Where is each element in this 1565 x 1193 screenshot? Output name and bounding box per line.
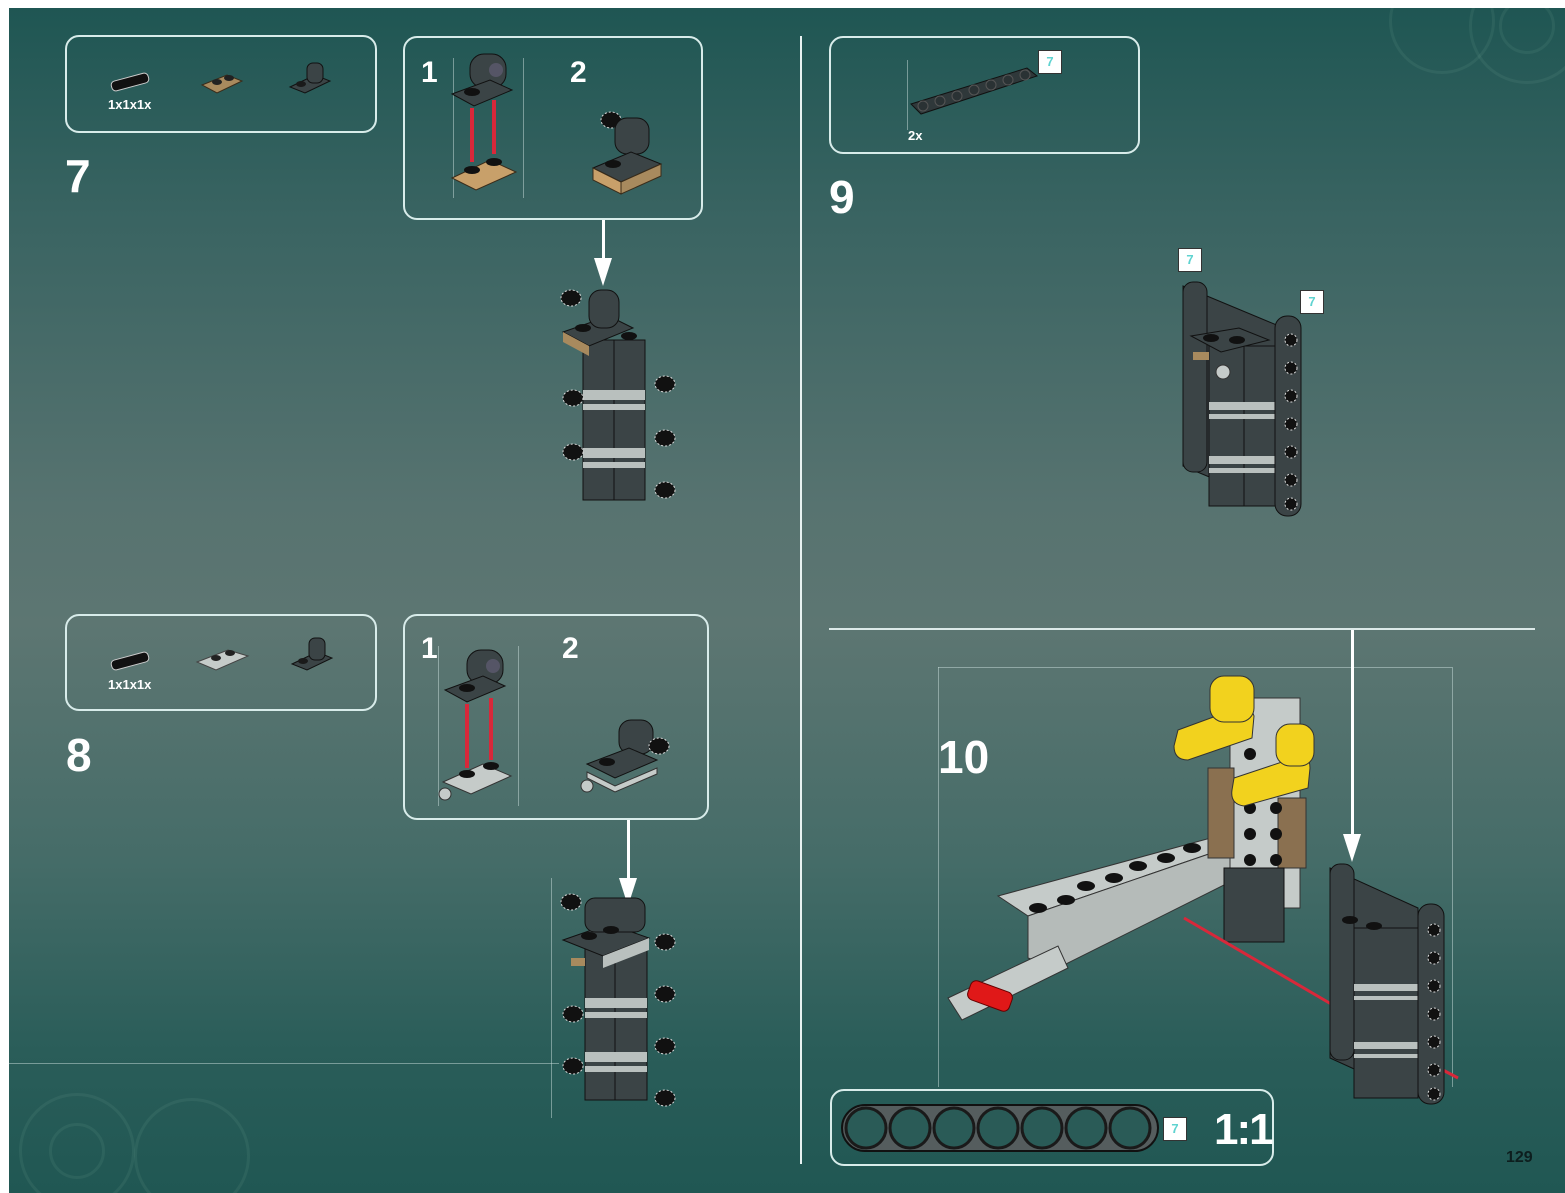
step10-number: 10 bbox=[938, 731, 990, 783]
step9-step10-divider bbox=[829, 628, 1535, 630]
guide-line bbox=[907, 60, 908, 130]
substep2-assembled-image bbox=[591, 111, 663, 195]
step10-attach-arrow bbox=[1351, 630, 1354, 840]
step9-number: 9 bbox=[829, 171, 855, 223]
step7-substep2-number: 2 bbox=[570, 56, 587, 89]
step10-frame-right bbox=[1452, 667, 1453, 1087]
tan-plate-icon bbox=[200, 74, 244, 94]
page-number: 129 bbox=[1506, 1149, 1533, 1166]
beam-length-badge: 7 bbox=[1163, 1117, 1187, 1141]
decorative-circle bbox=[1499, 8, 1555, 54]
step8-substep1-number: 1 bbox=[421, 632, 438, 665]
guide-line bbox=[453, 58, 454, 198]
step9-main-assembly-image bbox=[1182, 281, 1302, 517]
substep1-exploded-parts-image bbox=[438, 649, 513, 801]
step7-number: 7 bbox=[65, 150, 91, 202]
step7-subassembly: 1 2 bbox=[403, 36, 703, 220]
step7-main-assembly-image bbox=[560, 289, 676, 501]
step8-subassembly: 1 2 bbox=[403, 614, 709, 820]
page-center-divider bbox=[800, 36, 802, 1164]
step10-frame-left bbox=[938, 667, 939, 1087]
substep1-exploded-parts-image bbox=[450, 53, 518, 191]
beam-length-badge: 7 bbox=[1178, 248, 1202, 272]
substep2-assembled-image bbox=[580, 719, 670, 793]
step9-part1-qty: 2x bbox=[908, 128, 923, 143]
scale-ratio-label: 1:1 bbox=[1214, 1105, 1274, 1154]
step7-assembly-arrow bbox=[602, 220, 605, 262]
step7-substep1-number: 1 bbox=[421, 56, 438, 89]
instruction-page: 1x1x1x 7 1 2 bbox=[9, 8, 1565, 1193]
beam-length-badge: 7 bbox=[1300, 290, 1324, 314]
light-gray-clip-plate-icon bbox=[195, 649, 250, 671]
step7-parts-list: 1x1x1x bbox=[65, 35, 377, 133]
arrow-down-icon bbox=[594, 258, 612, 286]
bottom-guide-line bbox=[9, 1063, 559, 1064]
step8-part1-qty: 1x1x1x bbox=[108, 677, 152, 692]
decorative-circle bbox=[134, 1098, 250, 1193]
step10-main-assembly-image bbox=[947, 675, 1459, 1105]
decorative-circle bbox=[19, 1093, 135, 1193]
axle-pin-icon bbox=[110, 72, 150, 92]
step7-part1-qty: 1x1x1x bbox=[108, 97, 152, 112]
guide-line bbox=[551, 878, 552, 1118]
beam-length-badge: 7 bbox=[1038, 50, 1062, 74]
step8-number: 8 bbox=[66, 729, 92, 781]
guide-line bbox=[518, 646, 519, 806]
technic-beam-7-scale-image bbox=[841, 1104, 1159, 1152]
step8-assembly-arrow bbox=[627, 820, 630, 884]
technic-beam-7-icon bbox=[910, 67, 1039, 115]
axle-pin-icon bbox=[110, 651, 150, 671]
guide-line bbox=[523, 58, 524, 198]
guide-line bbox=[438, 646, 439, 806]
arrow-down-icon bbox=[1343, 834, 1361, 862]
step8-substep2-number: 2 bbox=[562, 632, 579, 665]
step9-parts-list: 7 2x bbox=[829, 36, 1140, 154]
step10-frame-top bbox=[938, 667, 1452, 668]
decorative-circle bbox=[49, 1123, 105, 1179]
dark-plate-with-hole-icon bbox=[288, 62, 332, 94]
dark-plate-with-hole-icon bbox=[290, 637, 334, 671]
scale-reference-box: 7 1:1 bbox=[830, 1089, 1274, 1166]
step8-parts-list: 1x1x1x bbox=[65, 614, 377, 711]
step8-main-assembly-image bbox=[560, 893, 676, 1107]
